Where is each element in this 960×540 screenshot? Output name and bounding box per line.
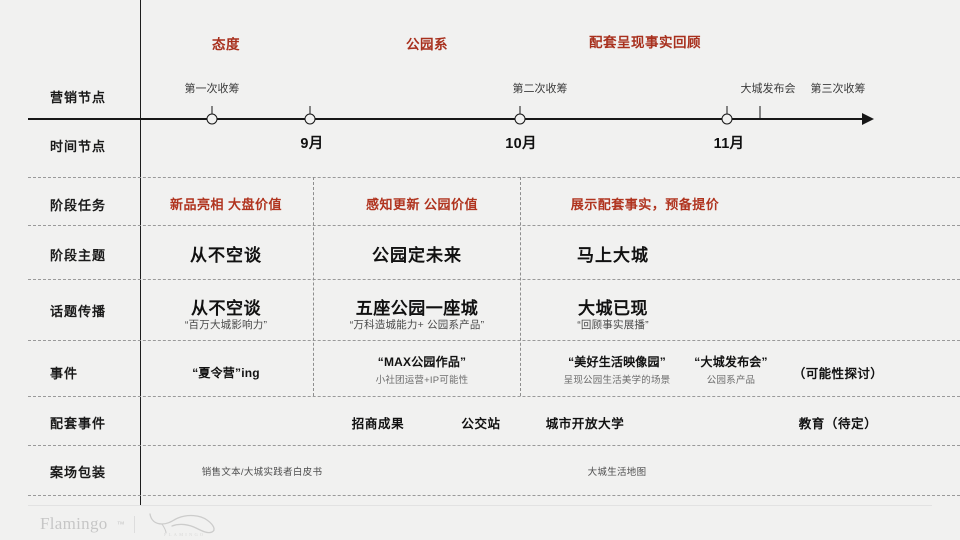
timeline-month-oct: 10月: [505, 136, 537, 152]
timeline-tick-4: [759, 106, 761, 119]
phase-header-2: 公园系: [406, 37, 448, 52]
topic-main-1: 从不空谈: [191, 299, 261, 318]
row-separator-2: [28, 225, 960, 226]
timeline-tick-3: [726, 106, 728, 119]
row-separator-4: [28, 340, 960, 341]
timeline-marker-label-1: 第一次收筹: [184, 83, 240, 95]
brand-wordmark: Flamingo: [40, 514, 108, 533]
phase-task-3: 展示配套事实，预备提价: [570, 197, 720, 212]
timeline-dot-1: [206, 113, 218, 125]
topic-main-3: 大城已现: [578, 299, 648, 318]
brand-divider: [133, 515, 135, 533]
timeline-axis: [28, 118, 866, 120]
brand-logo: Flamingo ™ FLAMINGO: [40, 511, 230, 537]
supporting-event-4: 教育（待定）: [798, 417, 878, 431]
event-sub-2: 小社团运营+IP可能性: [375, 375, 469, 386]
event-main-4: “大城发布会”: [694, 355, 768, 369]
timeline-month-nov: 11月: [713, 136, 745, 152]
column-divider-2: [520, 177, 521, 396]
row-label-phase-task: 阶段任务: [50, 198, 107, 213]
timeline-marker-label-4: 第三次收筹: [810, 83, 866, 95]
timeline-dot-3: [721, 113, 733, 125]
event-sub-3: 呈现公园生活美学的场景: [563, 375, 671, 386]
row-separator-5: [28, 396, 960, 397]
row-separator-3: [28, 279, 960, 280]
timeline-tick-sep: [309, 106, 311, 119]
main-vertical-divider: [140, 0, 141, 505]
row-separator-7: [28, 495, 960, 496]
row-label-marketing-nodes: 营销节点: [50, 90, 107, 105]
topic-main-2: 五座公园一座城: [355, 299, 479, 318]
supporting-event-2: 公交站: [461, 417, 501, 431]
topic-sub-2: “万科造城能力+ 公园系产品”: [349, 319, 485, 331]
row-separator-6: [28, 445, 960, 446]
event-main-1: “夏令营”ing: [192, 366, 260, 380]
phase-task-2: 感知更新 公园价值: [365, 197, 479, 212]
brand-trademark-icon: ™: [116, 519, 125, 529]
events-note: （可能性探讨）: [792, 367, 884, 381]
event-sub-4: 公园系产品: [706, 375, 756, 386]
phase-task-1: 新品亮相 大盘价值: [169, 197, 283, 212]
timeline-month-sep: 9月: [300, 136, 324, 152]
svg-text:FLAMINGO: FLAMINGO: [164, 532, 205, 537]
footer-divider: [28, 505, 932, 506]
event-main-2: “MAX公园作品”: [377, 355, 467, 369]
row-label-packaging: 案场包装: [50, 465, 107, 480]
timeline-marker-label-3: 大城发布会: [740, 83, 796, 95]
timeline-tick-2: [519, 106, 521, 119]
row-separator-1: [28, 177, 960, 178]
row-label-supporting-events: 配套事件: [50, 416, 107, 431]
phase-theme-1: 从不空谈: [190, 246, 262, 265]
topic-sub-3: “回顾事实展播”: [577, 319, 649, 331]
phase-header-1: 态度: [212, 37, 240, 52]
supporting-event-3: 城市开放大学: [545, 417, 625, 431]
phase-theme-2: 公园定未来: [372, 246, 462, 265]
timeline-tick-1: [211, 106, 213, 119]
row-label-time-nodes: 时间节点: [50, 139, 107, 154]
timeline-marker-label-2: 第二次收筹: [512, 83, 568, 95]
phase-theme-3: 马上大城: [577, 246, 649, 265]
event-main-3: “美好生活映像园”: [568, 355, 666, 369]
column-divider-1: [313, 177, 314, 396]
packaging-item-1: 销售文本/大城实践者白皮书: [201, 467, 323, 478]
row-label-topic-spread: 话题传播: [50, 304, 107, 319]
timeline-dot-sep: [304, 113, 316, 125]
timeline-dot-2: [514, 113, 526, 125]
row-label-phase-theme: 阶段主题: [50, 248, 107, 263]
topic-sub-1: “百万大城影响力”: [184, 319, 268, 331]
packaging-item-2: 大城生活地图: [587, 467, 647, 478]
supporting-event-1: 招商成果: [351, 417, 405, 431]
row-label-events: 事件: [50, 366, 79, 381]
flamingo-bird-icon: FLAMINGO: [148, 513, 215, 537]
phase-header-3: 配套呈现事实回顾: [589, 35, 701, 50]
timeline-arrow-icon: [862, 112, 874, 125]
